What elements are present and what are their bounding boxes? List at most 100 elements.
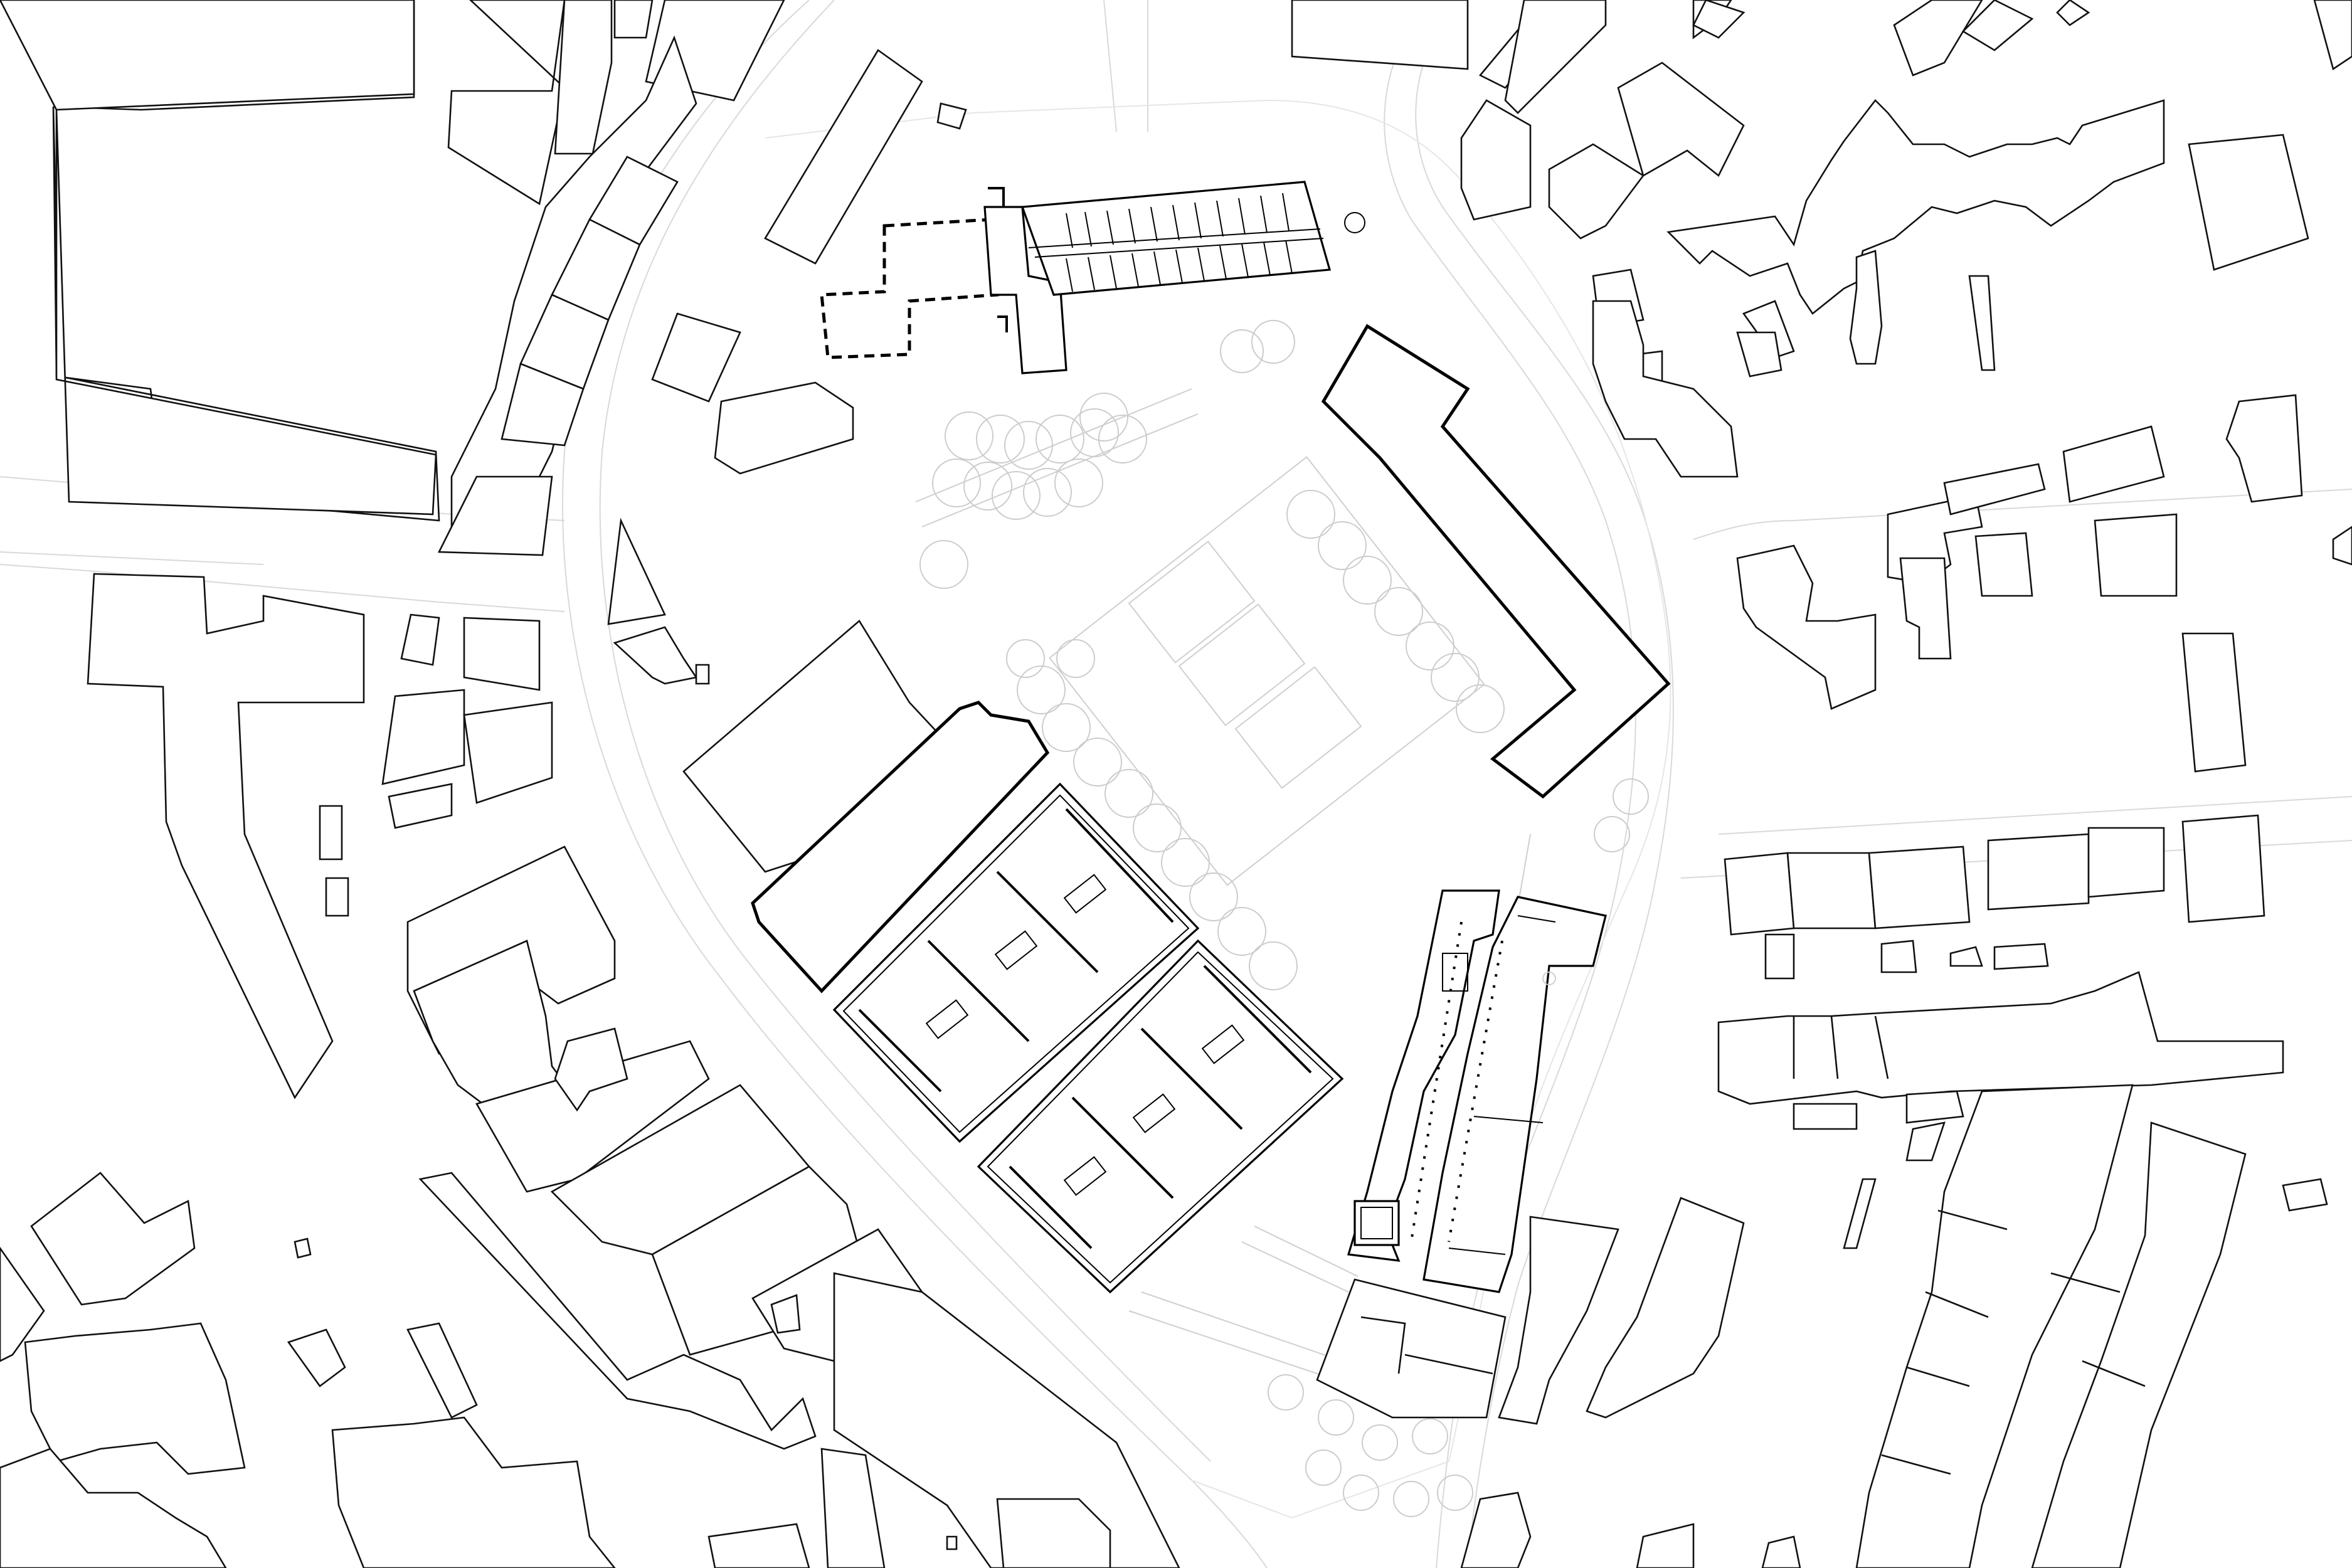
building-e-row-3 — [1868, 845, 1971, 930]
ring-road-inner — [599, 0, 1211, 1462]
landscape — [915, 320, 1649, 1517]
building-ne-chain-6 — [1849, 250, 1883, 365]
south-existing-building — [1316, 1278, 1507, 1419]
building-se-mid — [1586, 1197, 1745, 1419]
building-w-2 — [400, 613, 440, 666]
building-far-sw-6 — [287, 1328, 346, 1387]
building-se-long-2-div — [2050, 1272, 2146, 1387]
building-se-bottom-1 — [1460, 1491, 1532, 1568]
building-e-row-7 — [1764, 933, 1795, 980]
building-ne-5 — [1548, 143, 1645, 240]
building-nw-row-1 — [447, 0, 566, 206]
building-far-sw-4 — [24, 1322, 246, 1475]
building-e-row-8 — [1880, 940, 1917, 973]
building-se-small-2 — [2282, 1178, 2328, 1212]
building-far-sw-2 — [0, 1246, 45, 1362]
building-ne-8 — [1692, 0, 1745, 39]
building-ne-chain-8 — [2188, 134, 2309, 271]
north-plan-rotunda — [1344, 212, 1365, 233]
building-se-bottom-3 — [1761, 1535, 1801, 1568]
building-ne-3 — [1504, 0, 1607, 114]
building-se-long-1 — [1855, 1084, 2134, 1568]
northwest-street — [0, 551, 264, 565]
building-far-sw-5 — [0, 1448, 227, 1568]
east-plan-building — [1347, 889, 1607, 1293]
ring-road-east-inner — [1384, 0, 1636, 1568]
building-sw-10 — [707, 1523, 810, 1568]
building-w-4 — [381, 689, 465, 785]
solar-panel-2b — [1132, 1093, 1176, 1133]
building-nw-block — [55, 109, 437, 516]
building-se-small-1 — [1843, 1178, 1877, 1249]
building-nw-main — [0, 0, 415, 111]
building-e-5 — [1974, 532, 2033, 597]
building-ne-chain-3 — [1592, 300, 1739, 478]
building-se-long-2 — [2031, 1121, 2247, 1568]
building-far-sw-7 — [331, 1416, 616, 1568]
west-street-south — [0, 564, 565, 612]
building-e-3 — [2062, 425, 2165, 503]
courtyard-block-2 — [977, 939, 1344, 1294]
building-n-small-1 — [936, 102, 967, 130]
tree-cluster-south — [1268, 778, 1649, 1517]
building-w-8 — [325, 877, 349, 917]
building-ne-6 — [1617, 61, 1745, 177]
building-e-row-6 — [2181, 814, 2265, 923]
building-nw-row-3 — [613, 0, 654, 39]
building-w-row-e — [437, 475, 553, 556]
building-e-6 — [1736, 544, 1877, 710]
building-e-row-1 — [1724, 852, 1795, 936]
east-street-south — [1718, 796, 2352, 835]
building-ne-chain-9 — [2225, 394, 2303, 503]
north-plan-main-bar — [983, 206, 1067, 374]
building-e-row-4 — [1987, 833, 2090, 911]
building-e-small-2 — [1905, 1090, 1964, 1124]
project-buildings — [682, 181, 1671, 1419]
north-access-road — [1103, 0, 1117, 132]
tree-cluster-north — [919, 320, 1295, 589]
building-ne-chain-10 — [2332, 526, 2352, 566]
building-n-long-1 — [764, 49, 923, 265]
building-w-small-tri — [607, 517, 666, 625]
north-plan-corridor — [1028, 228, 1324, 258]
building-w-cross — [87, 573, 365, 1099]
building-sw-11 — [946, 1535, 958, 1550]
building-sw-3 — [475, 1040, 710, 1193]
landscape-paths — [915, 388, 1531, 1380]
building-se-bottom-2 — [1636, 1523, 1695, 1568]
building-ne-1 — [1291, 0, 1469, 70]
building-w-6 — [388, 783, 453, 829]
building-e-row-9 — [1949, 946, 1983, 967]
building-e-4 — [2094, 513, 2178, 597]
building-e-7 — [1899, 557, 1952, 660]
tree-row-diagonal — [1006, 490, 1505, 990]
building-se-long-1-div — [1881, 1209, 2008, 1475]
building-w-7 — [319, 805, 343, 861]
building-e-long-bar-div — [1793, 1015, 1889, 1079]
building-sw-court — [554, 1027, 628, 1112]
building-e-long-bar — [1717, 971, 2284, 1105]
building-sw-7 — [833, 1272, 1180, 1568]
building-ne-4 — [1460, 99, 1532, 221]
l-shaped-building — [1321, 324, 1671, 799]
east-plan-tower — [1353, 1200, 1400, 1246]
south-existing-building-div — [1360, 1316, 1493, 1375]
solar-panel-1b — [994, 930, 1038, 970]
building-ne-chain — [1666, 99, 2165, 315]
solar-panel-2c — [1201, 1024, 1245, 1064]
hall-building-new — [751, 701, 1050, 993]
building-e-row-10 — [1993, 943, 2049, 970]
building-w-small-3 — [695, 664, 710, 685]
building-w-annex-2 — [714, 381, 854, 475]
building-sw-8 — [996, 1498, 1111, 1568]
building-se-mid-2 — [1498, 1216, 1619, 1425]
building-nw-row-2 — [554, 0, 613, 155]
building-ne-10 — [1961, 0, 2034, 51]
courtyard-block-1 — [832, 782, 1200, 1143]
sports-courts — [1049, 456, 1485, 886]
north-plan-cells — [1066, 193, 1293, 292]
building-w-row-d — [501, 363, 585, 447]
east-plan-stair — [1442, 953, 1468, 992]
